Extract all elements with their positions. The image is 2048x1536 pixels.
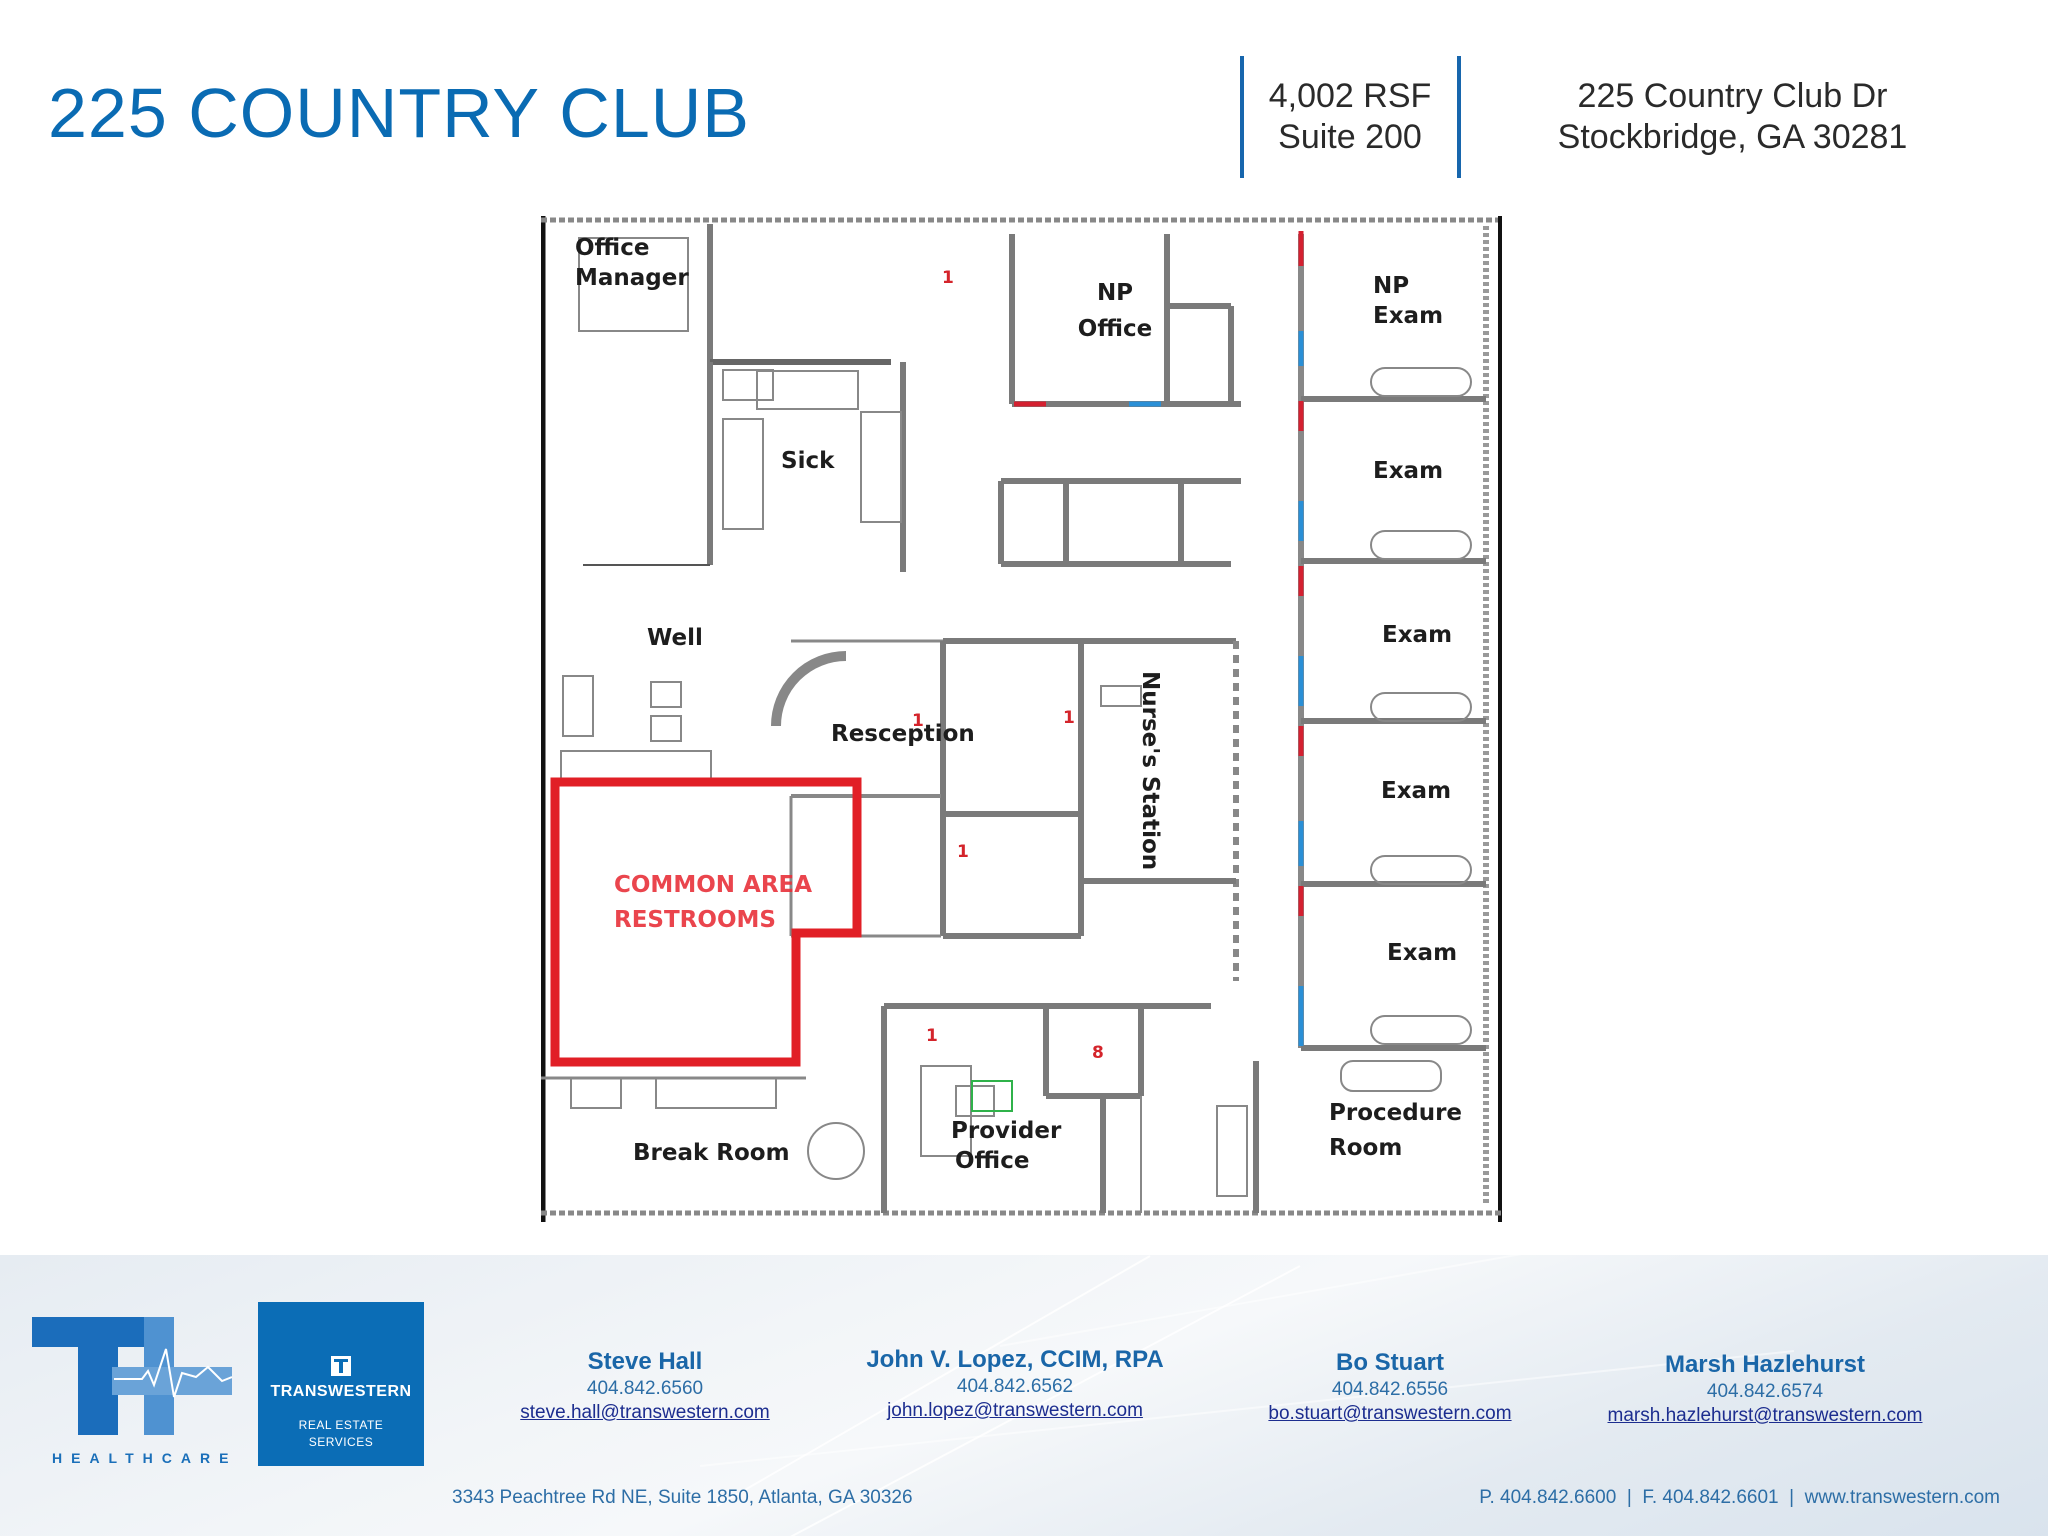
contact-card: Bo Stuart 404.842.6556 bo.stuart@transwe… [1225, 1348, 1555, 1426]
room-exam-1: Exam [1373, 458, 1444, 484]
room-sick: Sick [781, 448, 835, 474]
contact-card: John V. Lopez, CCIM, RPA 404.842.6562 jo… [830, 1345, 1200, 1423]
room-break-room: Break Room [633, 1140, 790, 1166]
footer: HEALTHCARE TRANSWESTERN REAL ESTATE SERV… [0, 1255, 2048, 1536]
suite-info: 4,002 RSF Suite 200 [1250, 76, 1450, 158]
contact-card: Marsh Hazlehurst 404.842.6574 marsh.hazl… [1565, 1350, 1965, 1428]
room-exam-3: Exam [1381, 778, 1452, 804]
transwestern-t-icon [331, 1356, 351, 1376]
room-label-line: NP [1373, 273, 1410, 299]
healthcare-logo-text: HEALTHCARE [52, 1450, 238, 1466]
room-marker: 8 [1092, 1043, 1104, 1063]
room-label-line: Office [1077, 316, 1153, 342]
contact-phone: 404.842.6556 [1331, 1379, 1449, 1400]
floor-plan-drawing [541, 216, 1503, 1222]
room-label-line: Procedure [1329, 1100, 1463, 1126]
contact-email-link[interactable]: marsh.hazlehurst@transwestern.com [1607, 1405, 1923, 1426]
room-label-line: NP [1096, 280, 1134, 306]
room-label-line: Exam [1373, 303, 1444, 329]
header-divider-right [1457, 56, 1461, 178]
contact-email-link[interactable]: bo.stuart@transwestern.com [1268, 1403, 1512, 1424]
contact-name: Bo Stuart [1336, 1349, 1444, 1376]
room-marker: 1 [1063, 708, 1075, 728]
room-marker: 1 [912, 711, 924, 731]
contact-card: Steve Hall 404.842.6560 steve.hall@trans… [480, 1347, 810, 1425]
transwestern-tagline: REAL ESTATE SERVICES [258, 1417, 424, 1451]
rentable-square-feet: 4,002 RSF [1268, 77, 1432, 115]
tagline-line: SERVICES [308, 1435, 374, 1449]
contact-name: Steve Hall [587, 1348, 703, 1375]
contact-email-link[interactable]: steve.hall@transwestern.com [520, 1402, 770, 1423]
transwestern-logo: TRANSWESTERN REAL ESTATE SERVICES [258, 1302, 424, 1466]
transwestern-name: TRANSWESTERN [270, 1383, 412, 1400]
contact-name: Marsh Hazlehurst [1664, 1351, 1866, 1378]
room-label-line: Provider [951, 1118, 1062, 1144]
room-label-line: Room [1329, 1135, 1403, 1161]
tagline-line: REAL ESTATE [298, 1418, 384, 1432]
room-well: Well [647, 625, 703, 651]
contact-email-link[interactable]: john.lopez@transwestern.com [887, 1400, 1143, 1421]
room-np-exam: NP Exam [1373, 271, 1443, 331]
contact-phone: 404.842.6560 [586, 1378, 704, 1399]
room-provider-office: Provider Office [951, 1116, 1061, 1176]
room-marker: 1 [957, 842, 969, 862]
suite-number: Suite 200 [1278, 118, 1422, 156]
contact-phone: 404.842.6574 [1706, 1381, 1824, 1402]
office-contact-info[interactable]: P. 404.842.6600 | F. 404.842.6601 | www.… [1479, 1487, 2000, 1508]
office-address: 3343 Peachtree Rd NE, Suite 1850, Atlant… [452, 1487, 913, 1508]
room-label-line: Office [955, 1148, 1030, 1174]
room-label-line: Manager [575, 265, 689, 291]
room-office-manager: Office Manager [575, 233, 689, 293]
address-line-1: 225 Country Club Dr [1577, 77, 1888, 115]
contact-phone: 404.842.6562 [956, 1376, 1074, 1397]
address-line-2: Stockbridge, GA 30281 [1557, 118, 1908, 156]
room-np-office: NP Office [1075, 278, 1155, 344]
room-marker: 1 [926, 1026, 938, 1046]
room-procedure: Procedure Room [1329, 1096, 1462, 1166]
contact-name: John V. Lopez, CCIM, RPA [866, 1346, 1164, 1373]
room-exam-4: Exam [1387, 940, 1458, 966]
room-exam-2: Exam [1382, 622, 1453, 648]
common-area-line: RESTROOMS [614, 907, 776, 933]
room-reception: Resception [831, 721, 975, 747]
room-marker: 1 [942, 268, 954, 288]
property-address: 225 Country Club Dr Stockbridge, GA 3028… [1480, 76, 1985, 158]
room-label-line: Office [575, 235, 650, 261]
transwestern-healthcare-logo [32, 1317, 232, 1435]
common-area-line: COMMON AREA [614, 872, 813, 898]
common-area-restrooms-label: COMMON AREA RESTROOMS [614, 868, 812, 938]
room-nurses-station: Nurse's Station [1137, 671, 1163, 871]
floor-plan: Office Manager NP Office NP Exam Sick Ex… [541, 216, 1503, 1222]
header-divider-left [1240, 56, 1244, 178]
page-title: 225 COUNTRY CLUB [48, 74, 750, 152]
